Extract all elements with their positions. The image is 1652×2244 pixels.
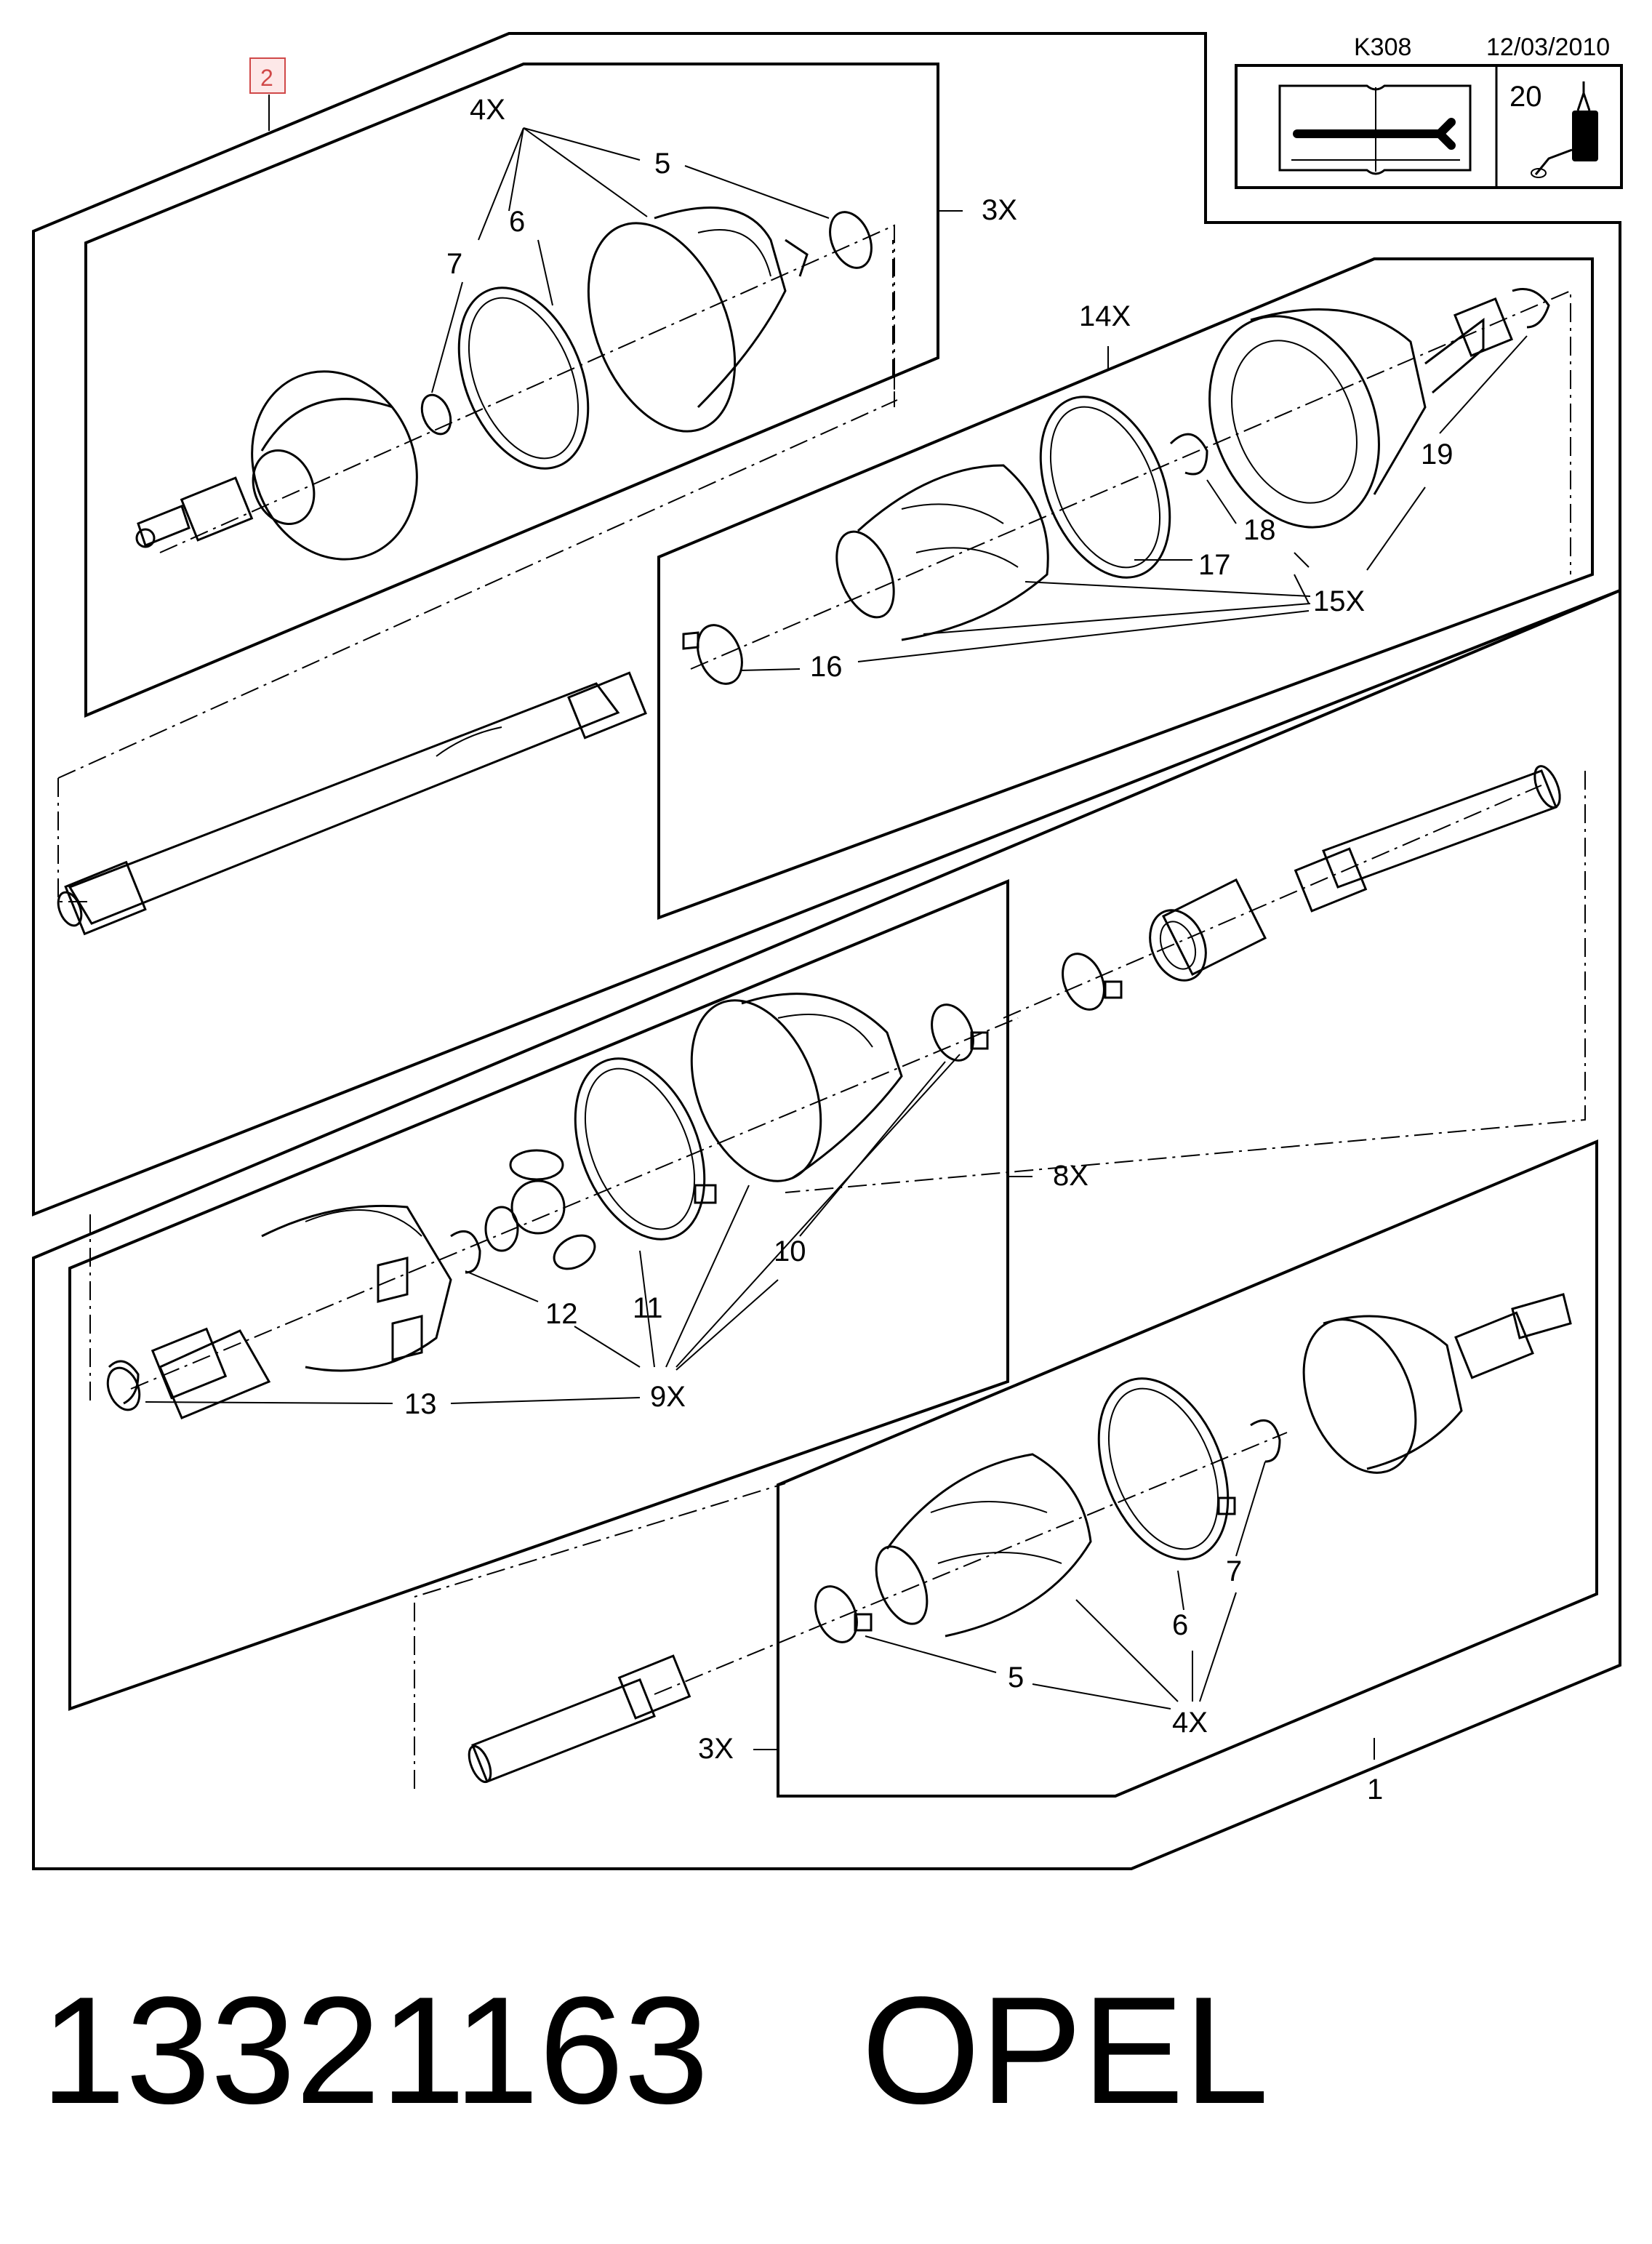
circlip-bottom [1250,1419,1281,1463]
repair-manual-icon [1278,84,1472,175]
callout-15x: 15X [1313,585,1365,617]
boot-band-mid [574,1057,717,1241]
circlip-end-inner [1512,288,1550,329]
cv-boot-top [587,206,809,433]
callout-3x-bottom: 3X [698,1733,734,1765]
circlip-inner [1169,433,1208,476]
callout-17: 17 [1198,549,1231,581]
callout-4x-bottom: 4X [1172,1707,1208,1739]
leader-lines-bottom [865,1461,1266,1710]
callout-5-top: 5 [654,148,670,180]
boot-band-inner [1039,396,1171,579]
grease-tube-icon [1531,81,1598,178]
callout-13: 13 [404,1388,437,1420]
intermediate-shaft-right [1294,765,1561,913]
callout-1: 1 [1367,1774,1383,1806]
damper-clamp [1062,953,1123,1011]
part-footer: 13321163 OPEL [41,1956,1568,2145]
kit-panel-tripod [68,879,1009,1711]
callout-4x-top: 4X [470,94,505,126]
reference-badge: 2 [249,57,286,131]
damper-weight [1149,878,1267,982]
circlip-mid-left [108,1360,140,1405]
leader-lines-inner [739,335,1528,671]
intermediate-shaft-top [57,671,647,936]
callout-6-top: 6 [509,206,525,238]
boot-band-bottom [1097,1377,1236,1560]
outer-assembly-outline [32,32,1621,1217]
boot-clamp-ring-top [420,393,452,436]
callout-5-bottom: 5 [1008,1662,1024,1694]
boot-band-top [457,286,590,470]
small-clamp-mid [931,1003,989,1062]
small-clamp-top [829,211,873,269]
reference-badge-label: 2 [260,65,273,91]
kit-panel-outer-joint-top [84,63,939,718]
outer-cv-joint-bottom [1302,1293,1572,1474]
callout-16: 16 [810,651,843,683]
callout-6-bottom: 6 [1172,1609,1188,1641]
kit-panel-inner-joint [657,257,1594,920]
tripod-housing-mid [106,1204,452,1419]
cv-boot-bottom [875,1453,1092,1638]
axis-line-bottom [414,1432,1288,1789]
cv-boot-inner [835,464,1049,641]
callout-10: 10 [774,1235,806,1267]
part-number: 13321163 [41,1965,709,2136]
intermediate-shaft-bottom [468,1654,691,1784]
callout-14x: 14X [1079,300,1131,332]
header-box [1235,64,1623,189]
small-clamp-bottom [814,1585,873,1643]
small-clamp-inner [682,624,743,685]
circlip-mid [450,1230,481,1274]
callout-19: 19 [1421,438,1453,470]
callout-9x: 9X [650,1381,686,1413]
callout-3x-top: 3X [982,194,1017,226]
outer-cv-joint-top [135,370,418,561]
leader-lines-mid [145,1054,961,1404]
kit-panel-outer-joint-bottom [777,1139,1598,1798]
diagram-date: 12/03/2010 [1486,33,1610,61]
axis-line-shaft-top [57,399,898,902]
tool-number: 20 [1509,81,1542,113]
diagram-code: K308 [1354,33,1411,61]
leader-lines-top [431,127,830,393]
callout-12: 12 [545,1298,578,1330]
lower-assembly-outline [32,588,1621,1870]
callout-7-top: 7 [446,248,462,280]
axis-line-top [159,224,895,553]
cv-boot-mid [690,993,903,1182]
brand-name: OPEL [861,1965,1270,2136]
axis-line-inner [690,289,1571,670]
callout-8x: 8X [1053,1160,1088,1192]
axis-line-mid [89,1017,1019,1403]
callout-7-bottom: 7 [1226,1555,1242,1587]
callout-18: 18 [1243,514,1276,546]
tripod-spider [484,1149,596,1270]
axis-line-right [785,771,1586,1193]
